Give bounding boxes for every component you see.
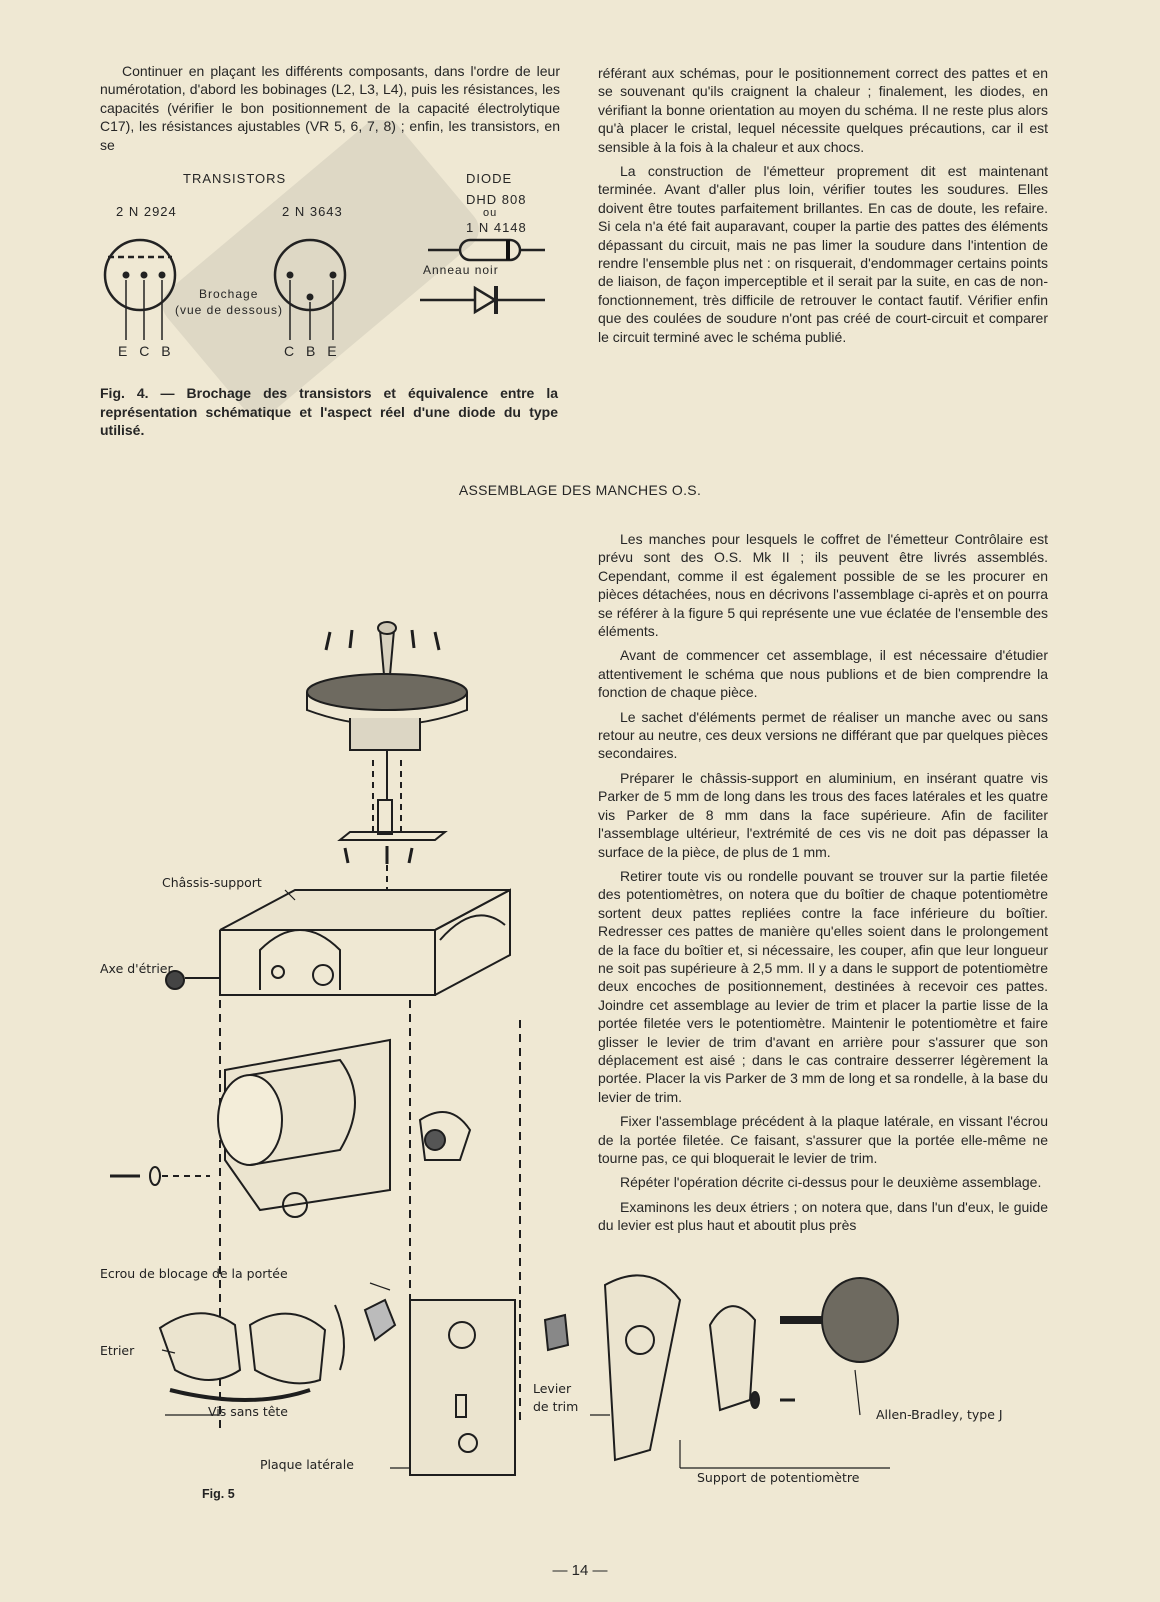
paragraph: Fixer l'assemblage précédent à la plaque… (598, 1113, 1048, 1166)
diode-or: ou (483, 207, 498, 219)
paragraph: Le sachet d'éléments permet de réaliser … (598, 708, 1048, 762)
levier-label-2: de trim (533, 1399, 579, 1414)
page-number: — 14 — (552, 1562, 608, 1579)
allen-bradley-label: Allen-Bradley, type J (876, 1407, 1003, 1422)
diode-name-2: 1 N 4148 (466, 220, 527, 235)
diode-name-1: DHD 808 (466, 192, 527, 207)
assembly-text: Les manches pour lesquels le coffret de … (598, 530, 1048, 1241)
construction-text: référant aux schémas, pour le positionne… (598, 64, 1048, 352)
paragraph: référant aux schémas, pour le positionne… (598, 65, 1048, 155)
vue-de-dessous-label: (vue de dessous) (175, 303, 284, 317)
paragraph: Les manches pour lesquels le coffret de … (598, 531, 1048, 640)
transistors-title: TRANSISTORS (183, 171, 287, 186)
axe-etrier-label: Axe d'étrier (100, 961, 173, 976)
section-title: ASSEMBLAGE DES MANCHES O.S. (458, 482, 702, 498)
figure-5-label: Fig. 5 (202, 1487, 235, 1501)
etrier-label: Etrier (100, 1343, 135, 1358)
exploded-view-drawing (110, 621, 899, 1476)
paragraph: Examinons les deux étriers ; on notera q… (598, 1198, 1048, 1234)
figure-4-caption: Fig. 4. — Brochage des transistors et éq… (100, 385, 558, 438)
diode-body-icon (458, 238, 522, 262)
paragraph: La construction de l'émetteur proprement… (598, 163, 1048, 345)
intro-text: Continuer en plaçant les différents comp… (100, 62, 560, 160)
paragraph: Répéter l'opération décrite ci-dessus po… (620, 1174, 1042, 1191)
diode-title: DIODE (466, 171, 513, 186)
paragraph: Préparer le châssis-support en aluminium… (598, 769, 1048, 860)
paragraph: Retirer toute vis ou rondelle pouvant se… (598, 867, 1048, 1105)
brochage-label: Brochage (199, 287, 259, 301)
ecrou-label: Ecrou de blocage de la portée (100, 1266, 288, 1281)
levier-label-1: Levier (533, 1381, 572, 1396)
transistor-1-pins: E C B (118, 343, 175, 359)
transistor-2-name: 2 N 3643 (282, 204, 343, 219)
support-potentiometre-label: Support de potentiomètre (697, 1470, 860, 1485)
transistor-1-name: 2 N 2924 (116, 204, 177, 219)
pinout-diagram (103, 238, 545, 340)
diode-symbol-icon (473, 285, 498, 315)
anneau-noir-label: Anneau noir (423, 263, 499, 277)
vis-sans-tete-label: Vis sans tête (208, 1404, 288, 1419)
paragraph: Continuer en plaçant les différents comp… (100, 63, 560, 153)
plaque-laterale-label: Plaque latérale (260, 1457, 354, 1472)
chassis-support-label: Châssis-support (162, 875, 262, 890)
transistor-2-pins: C B E (284, 343, 341, 359)
paragraph: Avant de commencer cet assemblage, il es… (598, 647, 1048, 701)
